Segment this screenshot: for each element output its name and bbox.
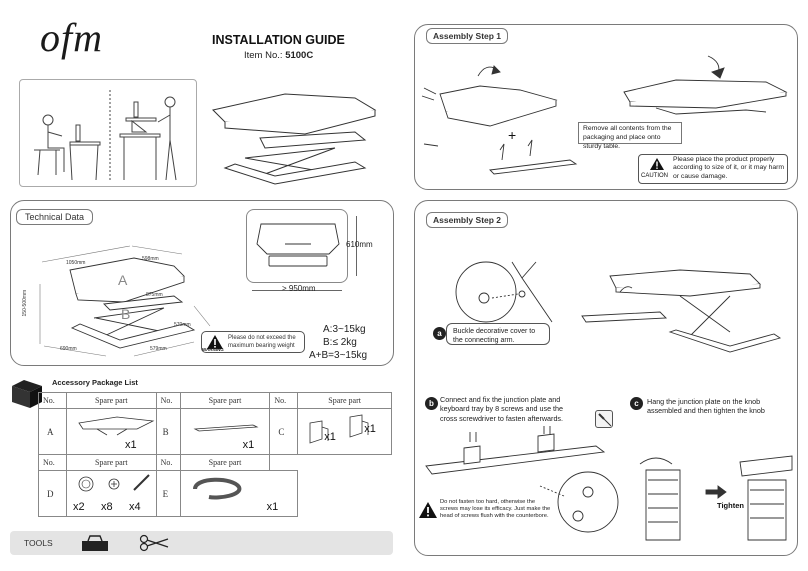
desk-top-part	[78, 416, 155, 436]
step-c-text: Hang the junction plate on the knob asse…	[647, 397, 765, 416]
step1-unbox-drawing: +	[421, 65, 578, 175]
row-c-part: x1 x1	[297, 408, 392, 455]
col-no-3: No.	[269, 392, 299, 409]
screw-part	[108, 478, 120, 490]
screwdriver-icon	[598, 413, 612, 427]
screwdriver-badge	[595, 410, 613, 428]
accessory-title: Accessory Package List	[52, 378, 138, 387]
junction-plate-part-2	[349, 414, 369, 438]
dim-1050: 1050mm	[66, 260, 86, 266]
col-no-1: No.	[38, 392, 67, 409]
ofm-logo: ofm	[40, 15, 103, 60]
label-b: B	[121, 306, 131, 322]
page-title: INSTALLATION GUIDE	[212, 33, 345, 47]
item-number-row: Item No.: 5100C	[244, 50, 313, 61]
top-view-drawing	[256, 223, 340, 267]
load-ab: A+B=3~15kg	[309, 350, 368, 361]
technical-data-tab: Technical Data	[16, 209, 94, 225]
step2-c-drawing	[639, 455, 793, 541]
dim-570: 570mm	[174, 322, 191, 328]
step2-b-drawing	[425, 426, 619, 533]
step2-a-zoom-drawing	[455, 261, 553, 323]
keyboard-tray-part	[193, 424, 259, 432]
sit-stand-illustration	[34, 90, 177, 181]
toolbox-icon	[82, 535, 108, 551]
dim-579: 579mm	[150, 346, 167, 352]
item-number: 5100C	[285, 50, 314, 61]
caution-triangle-icon	[650, 158, 664, 170]
caution-text: Please place the product properly accord…	[673, 156, 785, 180]
col-no-5: No.	[155, 454, 181, 471]
row-e-part: x1	[179, 470, 299, 517]
warning-triangle-icon	[207, 335, 223, 349]
screwdriver-part	[133, 474, 150, 491]
tighten-label: Tighten	[717, 501, 744, 510]
step-b-warning-text: Do not fasten too hard, otherwise the sc…	[440, 499, 551, 520]
cover-part	[78, 476, 94, 492]
step-a-badge: a	[433, 327, 446, 340]
assembly-step-1-tab: Assembly Step 1	[426, 28, 509, 44]
usage-illustration-panel	[19, 79, 197, 187]
warning-tag: WARNING	[202, 347, 224, 352]
item-label: Item No.:	[244, 50, 283, 61]
dim-610: 610mm	[346, 240, 373, 249]
col-part-1: Spare part	[65, 392, 157, 409]
step-b-text: Connect and fix the junction plate and k…	[440, 395, 564, 423]
warning-box: WARNING Please do not exceed the maximum…	[201, 331, 305, 353]
dim-line-horizontal	[252, 290, 342, 291]
row-c-no: C	[269, 408, 299, 455]
load-a: A:3~15kg	[323, 324, 366, 335]
plus-sign: +	[508, 127, 516, 143]
col-part-5: Spare part	[179, 454, 271, 471]
row-b-no: B	[155, 408, 181, 455]
warning-text: Please do not exceed the maximum bearing…	[228, 335, 296, 349]
tools-label: TOOLS	[24, 538, 53, 548]
step-b-badge: b	[425, 397, 438, 410]
col-no-2: No.	[155, 392, 181, 409]
cable-part	[192, 477, 241, 500]
step-a-callout: Buckle decorative cover to the connectin…	[446, 323, 550, 345]
caution-tag: CAUTION	[641, 173, 668, 179]
desk-converter-hero	[212, 93, 377, 185]
step1-note: Remove all contents from the packaging a…	[583, 125, 672, 150]
step-c-badge: c	[630, 397, 643, 410]
label-a: A	[118, 272, 128, 288]
top-view-box	[246, 209, 348, 283]
empty-cell-2	[298, 471, 392, 517]
step-b-warning-box: Do not fasten too hard, otherwise the sc…	[418, 499, 550, 527]
row-d-no: D	[38, 470, 67, 517]
caution-box: CAUTION Please place the product properl…	[638, 154, 788, 184]
step2-desk-drawing	[581, 269, 782, 353]
dim-950: > 950mm	[282, 284, 316, 293]
dim-150-500: 150-500mm	[22, 289, 29, 317]
col-part-3: Spare part	[297, 392, 392, 409]
technical-dimension-drawing	[39, 245, 211, 357]
step1-placed-drawing	[623, 55, 788, 115]
dim-598: 598mm	[142, 256, 159, 262]
row-d-part: x2 x8 x4	[65, 470, 157, 517]
dim-690: 690mm	[60, 346, 77, 352]
row-b-part: x1	[179, 408, 271, 455]
col-no-4: No.	[38, 454, 67, 471]
row-a-no: A	[38, 408, 67, 455]
assembly-step-2-tab: Assembly Step 2	[426, 212, 509, 228]
col-part-2: Spare part	[179, 392, 271, 409]
tools-bar: TOOLS	[10, 531, 393, 555]
dim-875: 875mm	[146, 292, 163, 298]
dim-line-vertical	[356, 216, 357, 276]
junction-plate-part-1	[309, 420, 329, 444]
row-e-no: E	[155, 470, 181, 517]
empty-cell	[270, 455, 392, 471]
step-b-warning-icon	[419, 502, 437, 518]
col-part-4: Spare part	[65, 454, 157, 471]
row-a-part: x1	[65, 408, 157, 455]
accessory-table: No. Spare part No. Spare part No. Spare …	[38, 392, 392, 517]
load-b: B:≤ 2kg	[323, 337, 357, 348]
step1-note-box: Remove all contents from the packaging a…	[578, 122, 682, 150]
scissors-icon	[139, 534, 169, 552]
